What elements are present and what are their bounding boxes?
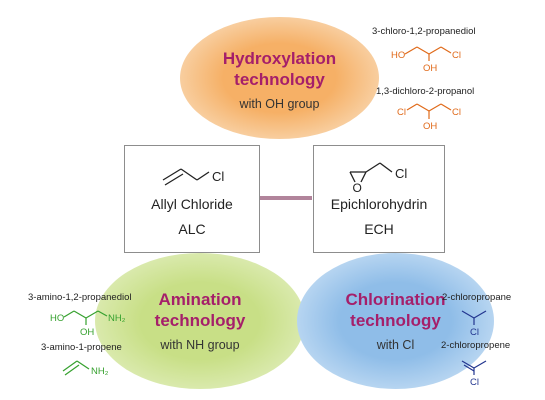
amination-compound-2-name: 3-amino-1-propene [41,342,122,353]
amino-diol-nh2-atom: NH₂ [108,313,126,324]
amination-technology-bubble: Amination technology with NH group [95,253,305,389]
3-amino-1-propene-structure: NH₂ [62,360,109,377]
allyl-chloride-name: Allyl Chloride [151,196,233,212]
chlorination-compound-1-name: 2-chloropropane [442,292,512,303]
hydroxylation-compound-2-name: 1,3-dichloro-2-propanol [376,86,475,97]
epichlorohydrin-structure: Cl O [349,162,407,195]
cpd1-ho-atom: HO [391,50,405,61]
2-chloropropane-structure: Cl [461,310,487,338]
allyl-chloride-box: Cl Allyl Chloride ALC [124,145,260,253]
epichlorohydrin-cl-atom: Cl [395,166,407,181]
chlorination-compound-2-name: 2-chloropropene [441,340,511,351]
amino-diol-ho-atom: HO [50,313,64,324]
chloropropene-cl-atom: Cl [470,377,479,388]
amination-title-line1: Amination [158,290,242,309]
epichlorohydrin-name: Epichlorohydrin [330,196,428,212]
chlorination-title-line1: Chlorination [345,290,446,309]
cpd2-oh-atom: OH [423,121,437,132]
3-chloro-1-2-propanediol-structure: HO OH Cl [391,46,461,74]
epichlorohydrin-o-atom: O [353,181,362,195]
1-3-dichloro-2-propanol-structure: Cl OH Cl [397,103,461,132]
amination-title-line2: technology [154,311,246,330]
2-chloropropene-structure: Cl [461,360,487,388]
aminopropene-nh2-atom: NH₂ [91,366,109,377]
chlorination-title-line2: technology [350,311,441,330]
cpd1-cl-atom: Cl [452,50,461,61]
chloropropane-cl-atom: Cl [470,327,479,338]
amino-diol-oh-atom: OH [80,327,94,338]
hydroxylation-compound-1-name: 3-chloro-1,2-propanediol [372,26,476,37]
hydroxylation-title-line2: technology [234,70,325,89]
cpd2-cl-atom-right: Cl [452,107,461,118]
hydroxylation-technology-bubble: Hydroxylation technology with OH group [180,17,379,139]
epichlorohydrin-box: Cl O Epichlorohydrin ECH [313,145,445,253]
amination-compound-1-name: 3-amino-1,2-propanediol [28,292,132,303]
hydroxylation-title-line1: Hydroxylation [222,49,337,68]
epichlorohydrin-abbrev: ECH [364,221,394,237]
3-amino-1-2-propanediol-structure: HO OH NH₂ [50,310,126,338]
chlorination-subtitle: with Cl [376,338,415,352]
cpd2-cl-atom-left: Cl [397,107,406,118]
allyl-chloride-abbrev: ALC [178,221,206,237]
hydroxylation-subtitle: with OH group [239,97,320,111]
chlorination-technology-bubble: Chlorination technology with Cl [297,253,494,389]
amination-subtitle: with NH group [160,338,240,352]
cpd1-oh-atom: OH [423,63,437,74]
allyl-chloride-cl-atom: Cl [212,169,224,184]
allyl-chloride-structure: Cl [162,168,224,186]
alc-ech-connector [259,196,312,200]
